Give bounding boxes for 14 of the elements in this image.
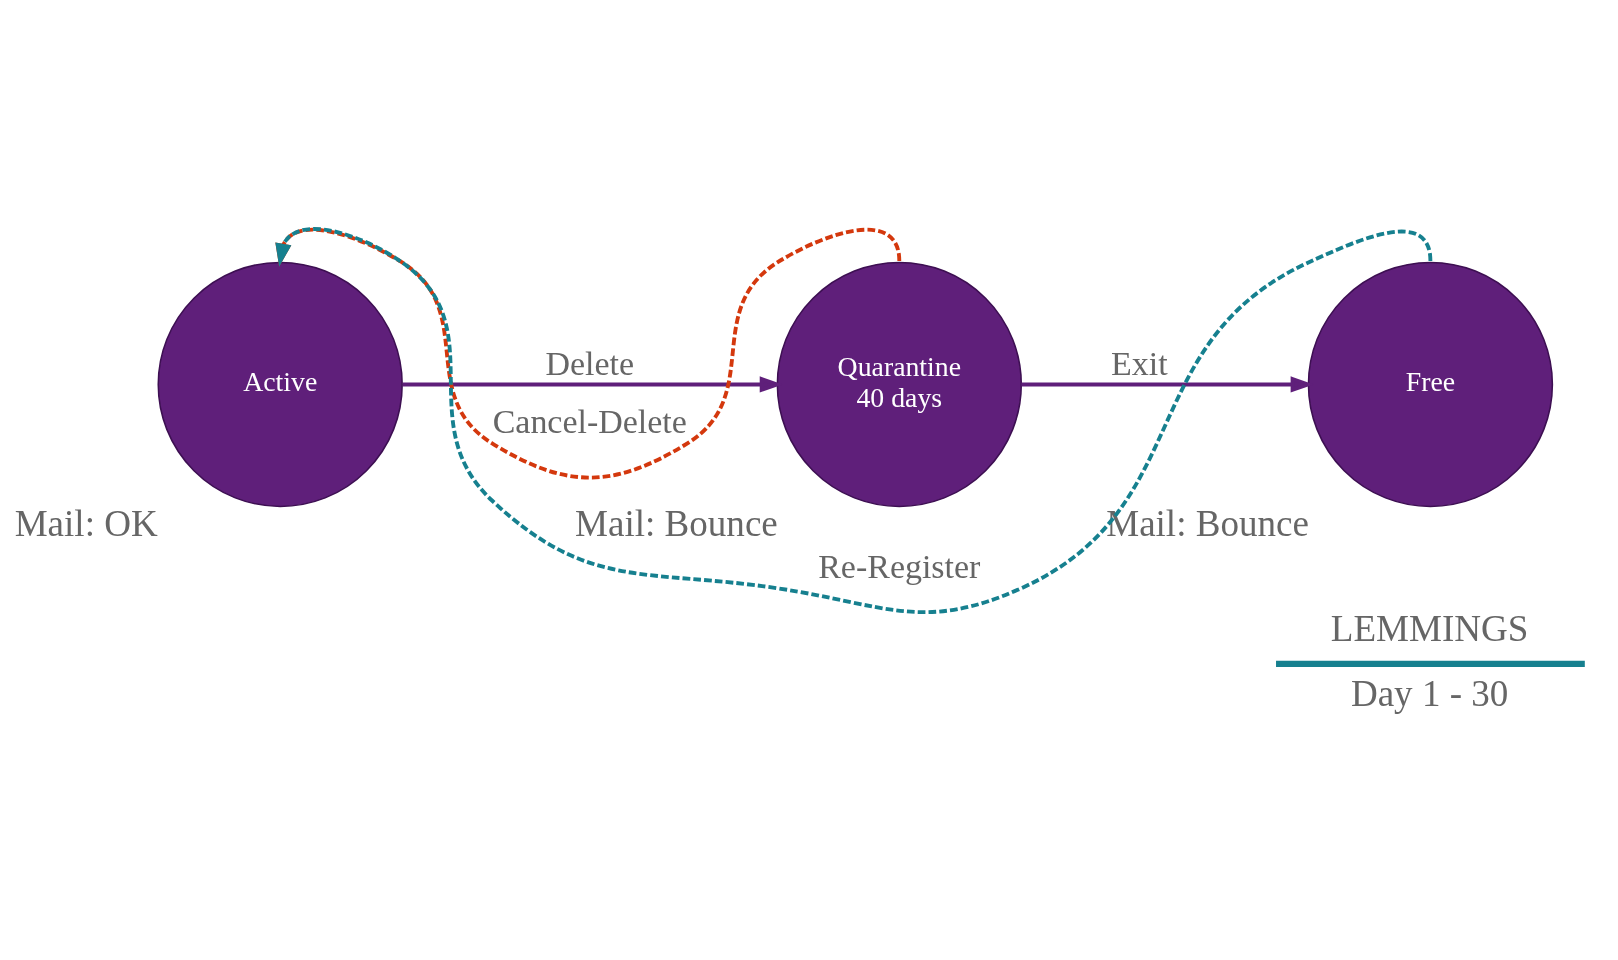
arrow (275, 227, 1433, 614)
node-label: Mail: OK (14, 503, 158, 545)
edge-label: Delete (545, 344, 635, 382)
edge-label: Exit (1111, 344, 1168, 382)
node-label: Mail: Bounce (1106, 503, 1309, 545)
label: Day 1 - 30 (1350, 672, 1509, 714)
node-label: Mail: Bounce (575, 503, 778, 545)
node-circle: Free (1307, 261, 1554, 508)
edge-label: Cancel-Delete (492, 403, 687, 441)
node-circle: Quarantine 40 days (776, 261, 1023, 508)
node-circle: Active (157, 261, 403, 508)
arrow (275, 228, 902, 480)
label: LEMMINGS (1330, 608, 1529, 650)
edge-label: Re-Register (818, 548, 981, 586)
